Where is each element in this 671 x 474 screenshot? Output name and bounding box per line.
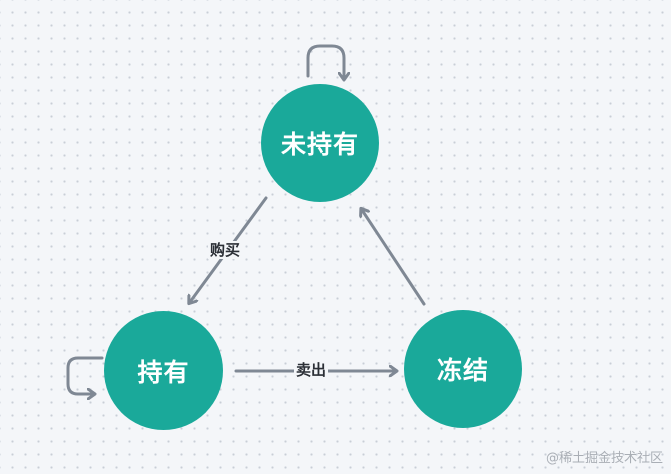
frozen-to-unheld-arrow <box>362 210 426 306</box>
self-loop-unheld-arrow <box>306 44 344 78</box>
state-node-frozen: 冻结 <box>404 310 522 428</box>
state-label-unheld: 未持有 <box>280 130 359 159</box>
state-node-unheld: 未持有 <box>261 84 379 202</box>
state-label-frozen: 冻结 <box>436 356 489 385</box>
state-label-held: 持有 <box>137 357 190 387</box>
edge-label-buy: 购买 <box>208 241 243 259</box>
watermark-text: @稀土掘金技术社区 <box>545 451 663 466</box>
edge-label-sell: 卖出 <box>294 361 329 379</box>
state-node-held: 持有 <box>104 311 223 430</box>
self-loop-held-arrow <box>66 356 104 394</box>
